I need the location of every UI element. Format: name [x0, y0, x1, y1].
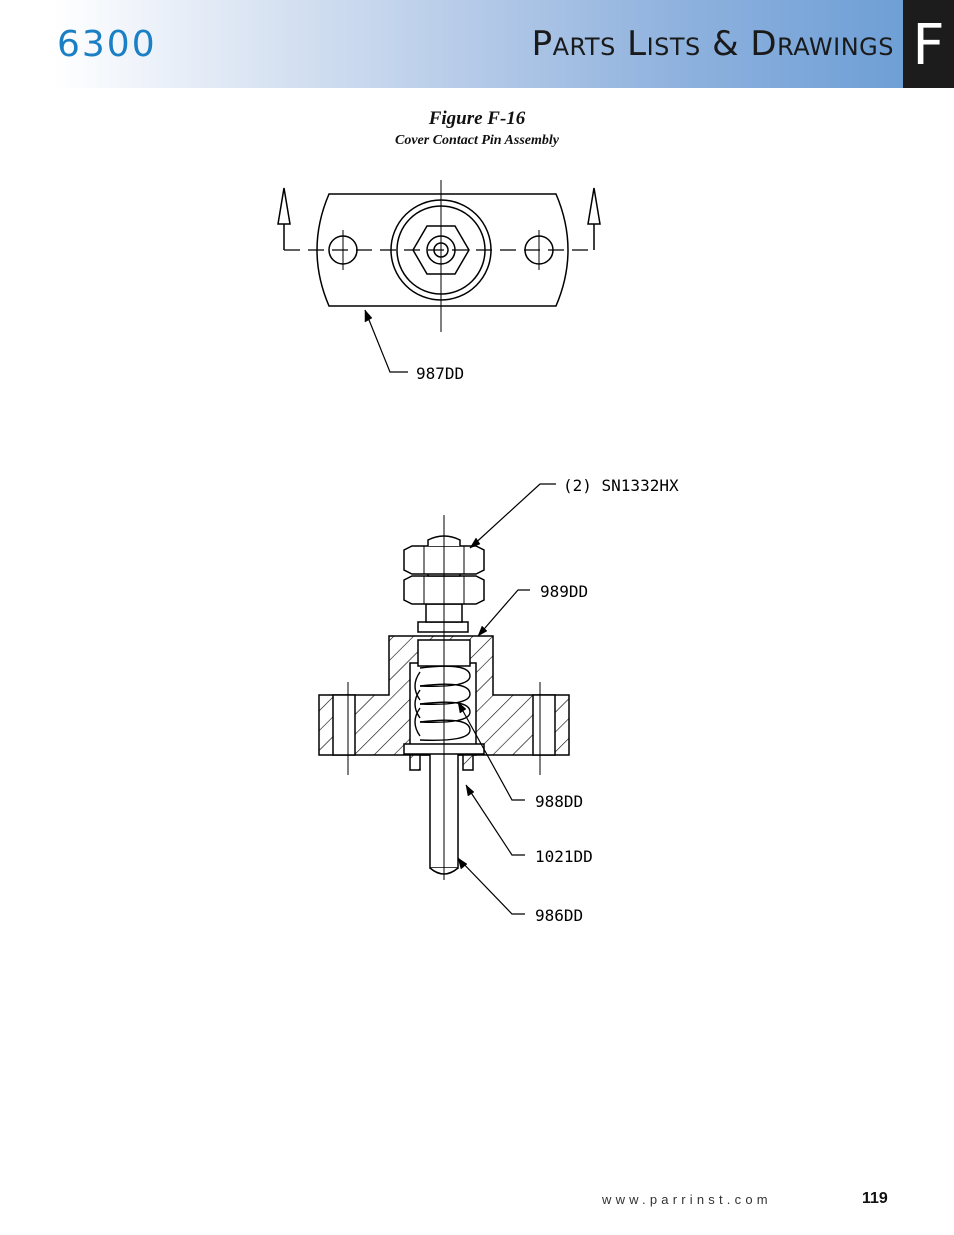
callout-988DD: 988DD — [535, 792, 583, 811]
footer-url: www.parrinst.com — [602, 1192, 772, 1207]
leader-SN1332HX — [469, 483, 556, 549]
figure-subtitle: Cover Contact Pin Assembly — [395, 133, 559, 148]
figure-title: Figure F-16 — [428, 108, 526, 129]
leader-989DD — [477, 589, 530, 637]
washer — [417, 621, 469, 633]
section-arrow-left — [277, 187, 291, 225]
header-banner — [0, 0, 903, 88]
callout-SN1332HX: (2) SN1332HX — [563, 476, 679, 495]
leader-988DD — [457, 701, 525, 801]
callout-1021DD: 1021DD — [535, 847, 593, 866]
callout-989DD: 989DD — [540, 582, 588, 601]
section-arrow-right — [587, 187, 601, 225]
top-view — [277, 180, 601, 373]
section-tab: F — [903, 0, 954, 88]
page-number: 119 — [862, 1190, 888, 1207]
boss-inner — [396, 205, 486, 295]
callout-986DD: 986DD — [535, 906, 583, 925]
model-number: 6300 — [57, 24, 157, 65]
callout-987DD: 987DD — [416, 364, 464, 383]
hex-nut-top-view — [412, 225, 470, 275]
leader-986DD — [457, 857, 525, 915]
spring — [414, 665, 471, 741]
section-view — [318, 483, 570, 915]
leader-987DD — [364, 309, 408, 373]
section-title: Parts Lists & Drawings — [531, 24, 894, 64]
leader-1021DD — [465, 784, 525, 856]
boss-outer — [390, 199, 492, 301]
